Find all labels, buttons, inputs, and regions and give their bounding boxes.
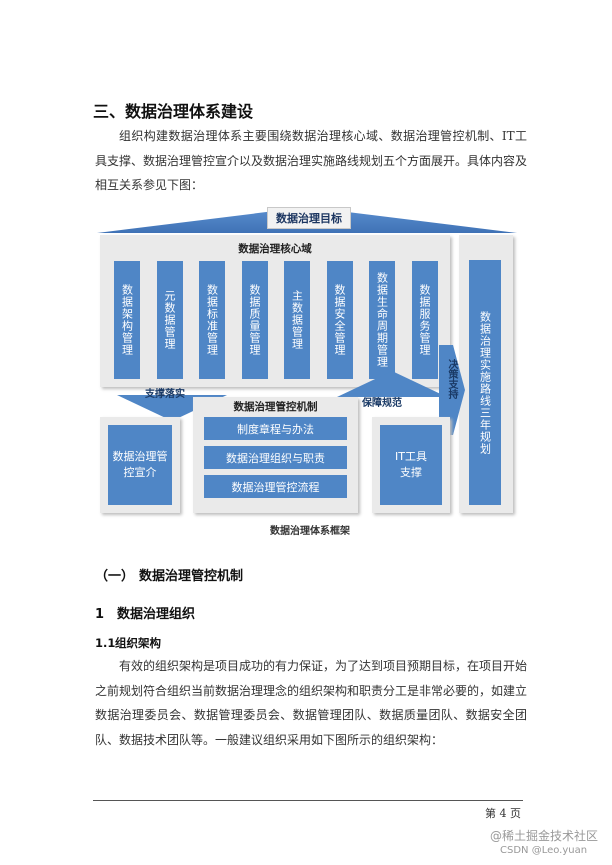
heading-1: 1 数据治理组织: [95, 603, 195, 622]
core-item-1: 元数据管理: [156, 261, 183, 379]
diagram-caption: 数据治理体系框架: [270, 526, 350, 537]
page-number: 第 4 页: [485, 807, 521, 820]
watermark: @稀土掘金技术社区: [490, 829, 599, 843]
guarantee-arrow-label: 保障规范: [362, 398, 402, 409]
heading-1-1-title: 组织架构: [115, 636, 161, 650]
core-item-0: 数据架构管理: [114, 261, 140, 379]
core-item-4: 主数据管理: [284, 261, 310, 379]
it-tools-box: IT工具支撑: [380, 425, 442, 505]
decision-arrow: [439, 345, 465, 435]
subsection-title: 数据治理管控机制: [139, 569, 244, 584]
subsection-number: （一）: [95, 569, 135, 584]
heading-1-number: 1: [95, 607, 105, 622]
intro-text: 组织构建数据治理体系主要围绕数据治理核心域、数据治理管控机制、IT工具支撑、数据…: [95, 129, 528, 192]
guarantee-arrow: [337, 371, 447, 397]
core-item-3: 数据质量管理: [241, 261, 268, 379]
governance-framework-diagram: 数据治理目标 数据治理核心域 数据架构管理元数据管理数据标准管理数据质量管理主数…: [97, 205, 517, 520]
mechanism-item-1: 数据治理组织与职责: [204, 446, 347, 469]
intro-paragraph: 组织构建数据治理体系主要围绕数据治理核心域、数据治理管控机制、IT工具支撑、数据…: [95, 124, 527, 198]
core-domain-panel: [100, 235, 450, 387]
roadmap-bar: 数据治理实施路线三年规划: [469, 260, 501, 505]
heading-1-1: 1.1组织架构: [95, 635, 161, 651]
footer-divider: [93, 800, 523, 801]
core-item-7: 数据服务管理: [411, 261, 438, 379]
heading-1-1-number: 1.1: [95, 636, 116, 650]
subsection-heading: （一） 数据治理管控机制: [95, 565, 243, 584]
decision-arrow-label: 决策支持: [446, 359, 457, 399]
promo-box: 数据治理管控宣介: [108, 425, 172, 505]
body-text: 有效的组织架构是项目成功的有力保证，为了达到项目预期目标，在项目开始之前规划符合…: [95, 659, 528, 747]
heading-1-title: 数据治理组织: [117, 607, 196, 622]
mechanism-item-2: 数据治理管控流程: [204, 475, 347, 498]
core-item-2: 数据标准管理: [199, 261, 225, 379]
watermark-csdn: CSDN @Leo.yuan: [500, 845, 588, 856]
body-paragraph: 有效的组织架构是项目成功的有力保证，为了达到项目预期目标，在项目开始之前规划符合…: [95, 654, 527, 752]
core-domain-title: 数据治理核心域: [238, 243, 312, 255]
support-arrow-label: 支撑落实: [145, 389, 185, 400]
roof-label: 数据治理目标: [276, 212, 342, 225]
mechanism-item-0: 制度章程与办法: [204, 417, 347, 440]
mechanism-title: 数据治理管控机制: [233, 401, 318, 413]
section-title: 三、数据治理体系建设: [93, 102, 254, 121]
core-item-5: 数据安全管理: [326, 261, 353, 379]
core-item-6: 数据生命周期管理: [369, 261, 395, 379]
roof-label-box: 数据治理目标: [267, 207, 351, 229]
